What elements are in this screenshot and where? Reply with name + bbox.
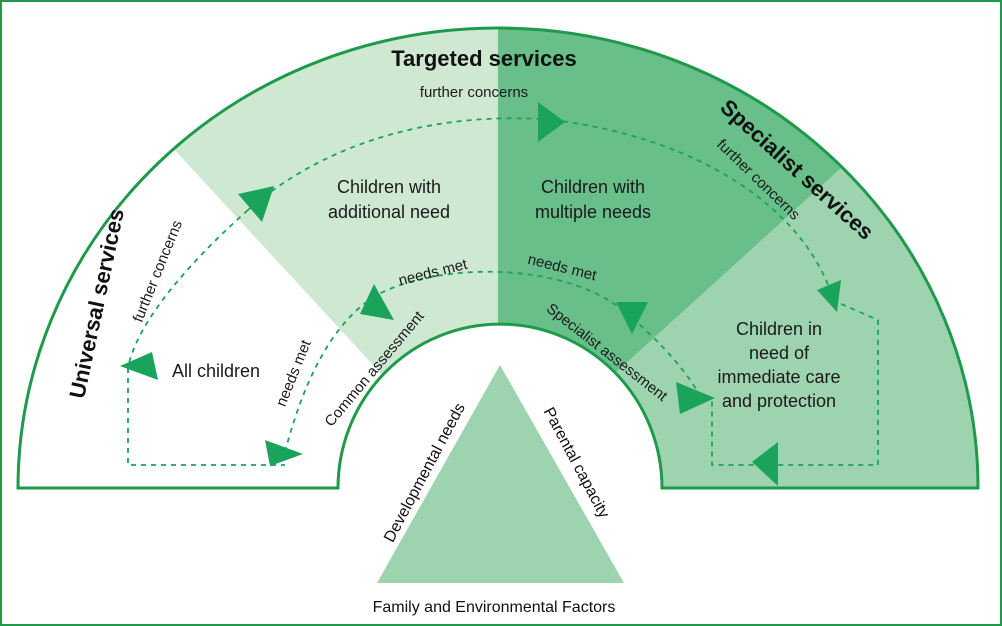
flow-path-right-loop: [760, 299, 879, 466]
arrow-needs-met-center-left: [360, 284, 394, 320]
ring-outline: [16, 26, 980, 490]
triangle-label-family: Family and Environmental Factors: [373, 599, 616, 616]
arrow-immediate-care: [676, 382, 715, 414]
label-additional-need-1: Children with: [337, 177, 441, 197]
assessment-triangle: [377, 365, 624, 583]
title-targeted-services: Targeted services: [391, 46, 576, 71]
flow-path-common: [284, 297, 373, 453]
label-immediate-care-3: immediate care: [717, 367, 840, 387]
flow-path-needs-met-left: [127, 368, 285, 466]
arrow-additional-need: [238, 186, 274, 222]
flow-arrows: [120, 102, 841, 486]
flow-path-needs-met-center: [371, 270, 633, 319]
flow-path-further-right: [552, 119, 831, 291]
arrow-specialist-services: [817, 280, 841, 312]
label-immediate-care-1: Children in: [736, 319, 822, 339]
arrow-multiple-needs: [538, 102, 565, 142]
label-additional-need-2: additional need: [328, 202, 450, 222]
label-all-children: All children: [172, 361, 260, 381]
arrow-all-children: [120, 352, 158, 380]
arrow-needs-met-left: [265, 440, 303, 466]
label-further-concerns-top: further concerns: [420, 84, 528, 101]
targeted-sector: [171, 28, 498, 378]
arrow-needs-met-center-right: [616, 302, 648, 334]
flow-path-further-top: [247, 117, 554, 211]
flow-paths: [127, 117, 879, 466]
arrow-right-loop: [752, 442, 778, 486]
label-multiple-needs-2: multiple needs: [535, 202, 651, 222]
label-multiple-needs-1: Children with: [541, 177, 645, 197]
label-immediate-care-4: and protection: [722, 391, 836, 411]
label-immediate-care-2: need of: [749, 343, 810, 363]
flow-path-further-left: [127, 209, 249, 369]
